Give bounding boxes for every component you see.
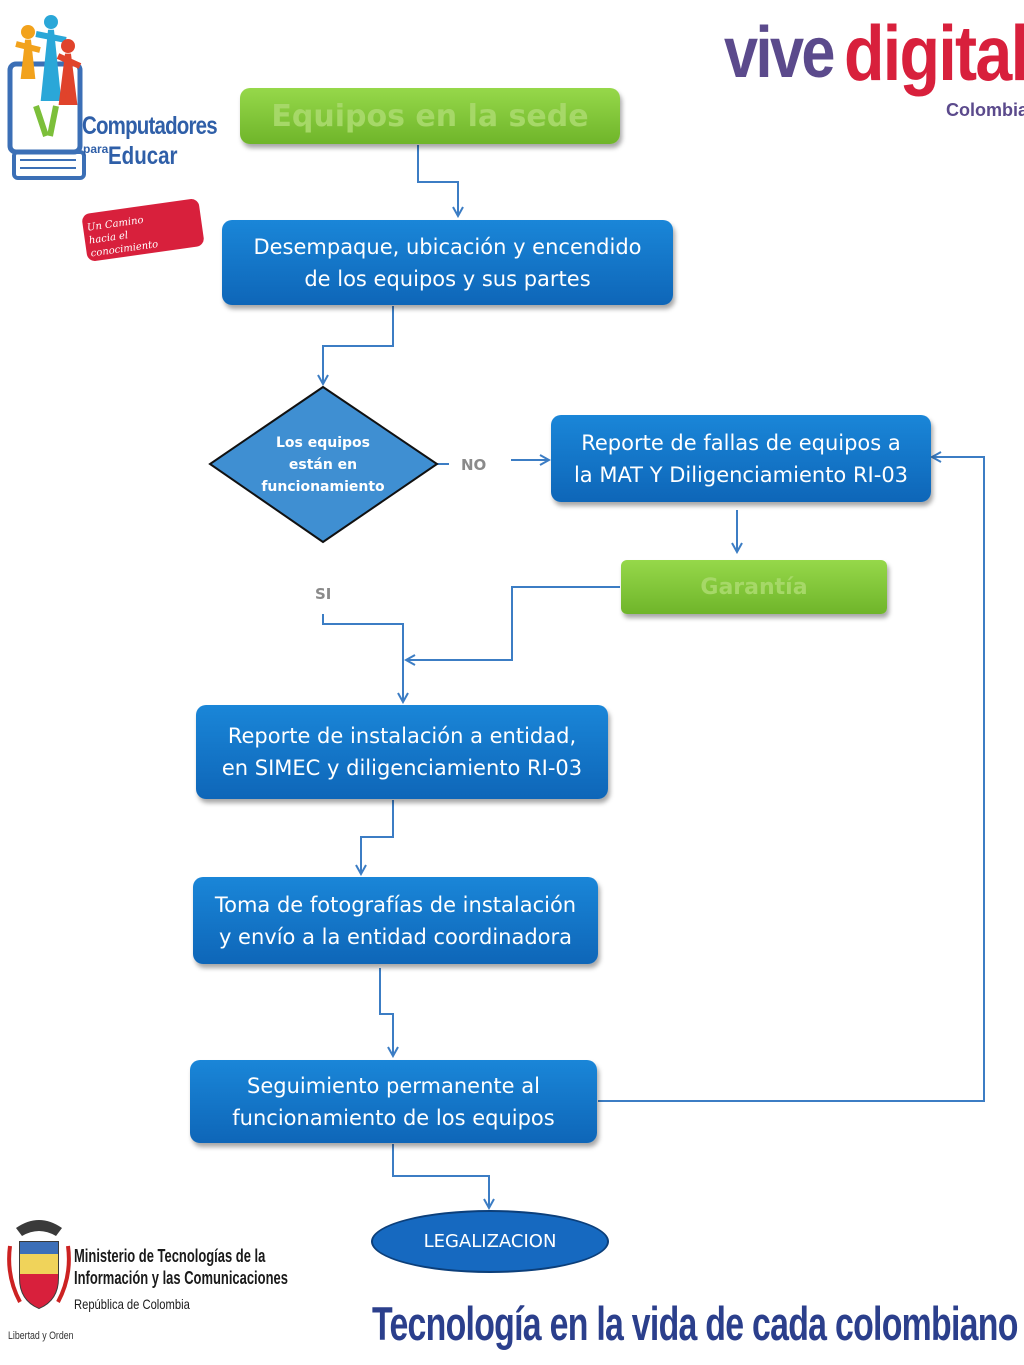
decision-line-2: están en — [288, 457, 358, 473]
unpack-node: Desempaque, ubicación y encendido de los… — [222, 220, 673, 305]
photos-line-2: y envío a la entidad coordinadora — [218, 924, 573, 949]
end-node-label: LEGALIZACION — [423, 1231, 557, 1252]
ministerio-logo: Libertad y Orden Ministerio de Tecnologí… — [4, 1216, 288, 1356]
vive-word: vive — [724, 13, 835, 93]
cpe-para: para — [83, 142, 109, 156]
warranty-node-label: Garantía — [700, 574, 808, 600]
bottom-slogan: Tecnología en la vida de cada colombiano — [372, 1297, 1018, 1350]
fault-report-node: Reporte de fallas de equipos a la MAT Y … — [551, 415, 931, 502]
decision-line-1: Los equipos — [275, 435, 370, 451]
digital-word: digital — [844, 9, 1024, 97]
end-node: LEGALIZACION — [371, 1210, 609, 1273]
decision-diamond — [208, 385, 439, 544]
no-branch-label: NO — [461, 456, 487, 474]
connector-install-to-photos — [361, 800, 394, 874]
follow-up-node: Seguimiento permanente al funcionamiento… — [190, 1060, 597, 1143]
computadores-para-educar-logo: Computadores para Educar Un Camino hacia… — [6, 6, 218, 266]
connector-photos-to-follow — [379, 968, 393, 1056]
connector-unpack-to-decision — [323, 306, 394, 384]
warranty-node: Garantía — [621, 560, 887, 614]
photos-node: Toma de fotografías de instalación y env… — [193, 877, 598, 964]
connector-warranty-to-install — [406, 586, 620, 660]
libertad-y-orden: Libertad y Orden — [8, 1330, 74, 1342]
start-node: Equipos en la sede — [240, 88, 620, 144]
unpack-node-line-1: Desempaque, ubicación y encendido — [253, 234, 642, 259]
connector-follow-to-end — [392, 1144, 489, 1208]
connector-start-to-unpack — [417, 145, 458, 216]
connector-decision-si — [322, 614, 403, 702]
connector-decision-no — [437, 460, 549, 464]
follow-up-line-1: Seguimiento permanente al — [247, 1073, 540, 1098]
follow-up-line-2: funcionamiento de los equipos — [232, 1105, 555, 1130]
photos-line-1: Toma de fotografías de instalación — [214, 892, 577, 917]
ministerio-line-2: Información y las Comunicaciones — [74, 1268, 288, 1288]
cpe-educar: Educar — [108, 142, 178, 170]
colombia-word: Colombia — [946, 100, 1024, 120]
install-report-node: Reporte de instalación a entidad, en SIM… — [196, 705, 608, 799]
fault-report-line-2: la MAT Y Diligenciamiento RI-03 — [573, 462, 909, 487]
ministerio-line-3: República de Colombia — [74, 1296, 190, 1312]
decision-line-3: funcionamiento — [261, 479, 385, 495]
fault-report-line-1: Reporte de fallas de equipos a — [581, 430, 901, 455]
connector-follow-loop — [598, 457, 985, 1102]
unpack-node-line-2: de los equipos y sus partes — [304, 266, 591, 291]
children-logo-icon — [7, 15, 86, 180]
vive-digital-logo: vive digital Colombia — [724, 8, 1024, 128]
decision-label: Los equipos están en funcionamiento — [250, 432, 396, 498]
install-report-line-2: en SIMEC y diligenciamiento RI-03 — [221, 756, 583, 780]
ministerio-line-1: Ministerio de Tecnologías de la — [74, 1246, 266, 1266]
si-branch-label: SI — [315, 585, 332, 603]
start-node-label: Equipos en la sede — [271, 98, 589, 134]
cpe-title: Computadores — [82, 112, 218, 140]
install-report-line-1: Reporte de instalación a entidad, — [227, 724, 577, 748]
coat-of-arms-icon — [7, 1220, 71, 1310]
